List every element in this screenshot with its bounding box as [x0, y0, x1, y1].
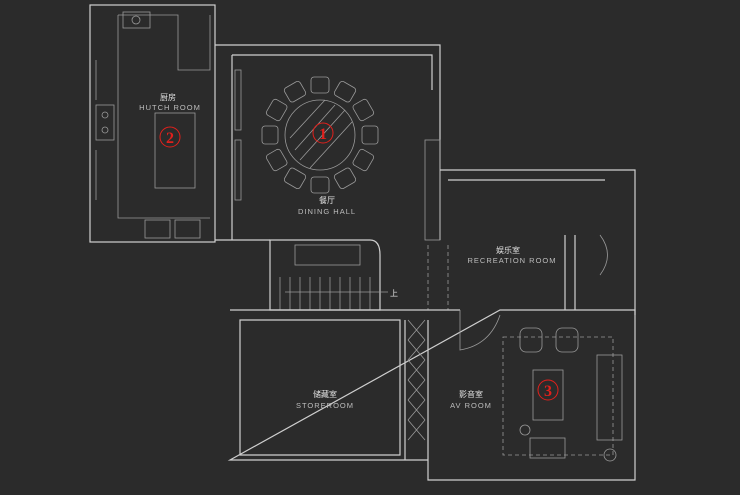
stair-up-label: 上	[390, 289, 398, 298]
dining-chair	[283, 80, 307, 103]
storeroom-label-cn: 储藏室	[313, 389, 337, 399]
dining-chair	[261, 125, 279, 145]
recreation-label-cn: 娱乐室	[496, 245, 520, 255]
dining-chair	[265, 148, 288, 172]
ottoman	[529, 437, 566, 459]
dining-chair	[361, 125, 379, 145]
av-label-en: AV ROOM	[450, 401, 492, 410]
dining-chair	[352, 98, 375, 122]
marker-3: 3	[544, 383, 552, 400]
dining-chair	[352, 148, 375, 172]
kitchen-walls	[89, 4, 216, 243]
kitchen-island	[154, 112, 196, 189]
recreation-label-en: RECREATION ROOM	[467, 256, 556, 265]
dining-table	[284, 99, 356, 171]
marker-3-circle	[537, 379, 559, 401]
dining-chair	[310, 176, 330, 194]
dining-chair	[283, 167, 307, 190]
staircase	[269, 239, 449, 311]
storeroom-label-en: STOREROOM	[296, 401, 354, 410]
marker-2-circle	[159, 126, 181, 148]
dining-chair	[333, 167, 357, 190]
marker-1: 1	[319, 126, 327, 143]
av-label-cn: 影音室	[459, 389, 483, 399]
recreation-walls	[440, 169, 636, 315]
dining-walls	[215, 44, 441, 241]
lower-walls	[227, 309, 636, 481]
kitchen-label-cn: 厨房	[160, 92, 176, 102]
armchair	[519, 327, 543, 353]
dining-chair	[310, 76, 330, 94]
dining-chair	[265, 98, 288, 122]
dining-label-cn: 餐厅	[319, 196, 335, 205]
sofa	[596, 354, 623, 441]
dining-chair	[333, 80, 357, 103]
dining-label-en: DINING HALL	[298, 207, 356, 216]
marker-2: 2	[166, 130, 174, 147]
kitchen-label-en: HUTCH ROOM	[139, 103, 201, 112]
armchair	[555, 327, 579, 353]
marker-1-circle	[312, 122, 334, 144]
